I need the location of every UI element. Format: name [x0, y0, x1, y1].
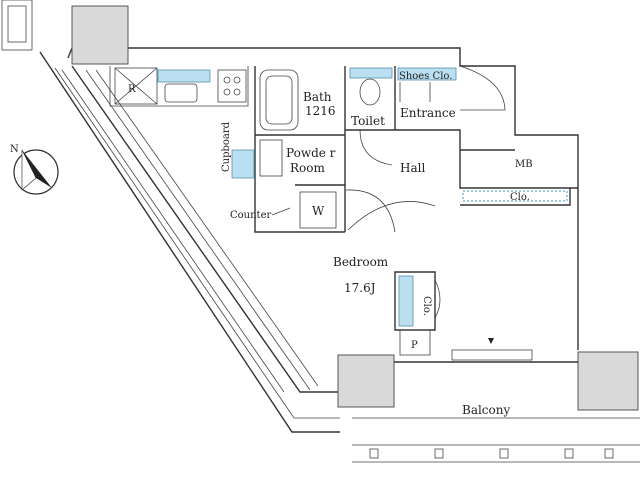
- closet-label: Clo.: [510, 192, 530, 203]
- mb-label: MB: [515, 159, 533, 170]
- powder-room-label-2: Room: [290, 161, 325, 175]
- bedroom-label: Bedroom: [333, 255, 389, 269]
- bedroom-size-label: 17.6J: [344, 281, 376, 295]
- counter-label: Counter: [230, 210, 271, 221]
- closet-small-label: Clo.: [421, 296, 432, 316]
- powder-room-label: Powde r: [286, 146, 336, 160]
- room-labels: R Bath 1216 Toilet Shoes Clo. Entrance P…: [128, 71, 533, 417]
- bath-size-label: 1216: [305, 104, 336, 118]
- washer-label: W: [312, 204, 325, 218]
- hall-label: Hall: [400, 161, 425, 175]
- toilet-label: Toilet: [351, 114, 385, 128]
- exterior-walls: [1, 0, 640, 463]
- cupboard-label: Cupboard: [221, 121, 232, 172]
- shoes-closet-label: Shoes Clo.: [399, 71, 452, 82]
- interior-walls: [109, 66, 578, 361]
- bath-label: Bath: [303, 90, 332, 104]
- compass: N: [10, 144, 59, 195]
- balcony-label: Balcony: [462, 403, 510, 417]
- entrance-label: Entrance: [400, 106, 456, 120]
- refrigerator-label: R: [128, 84, 136, 95]
- pipe-label: P: [411, 340, 418, 351]
- column-top: [71, 5, 129, 65]
- column-bottom-right: [577, 351, 639, 411]
- door-swings: [345, 65, 506, 319]
- compass-label: N: [10, 144, 19, 155]
- balcony-rail: [369, 448, 614, 459]
- column-bottom-left: [337, 354, 395, 408]
